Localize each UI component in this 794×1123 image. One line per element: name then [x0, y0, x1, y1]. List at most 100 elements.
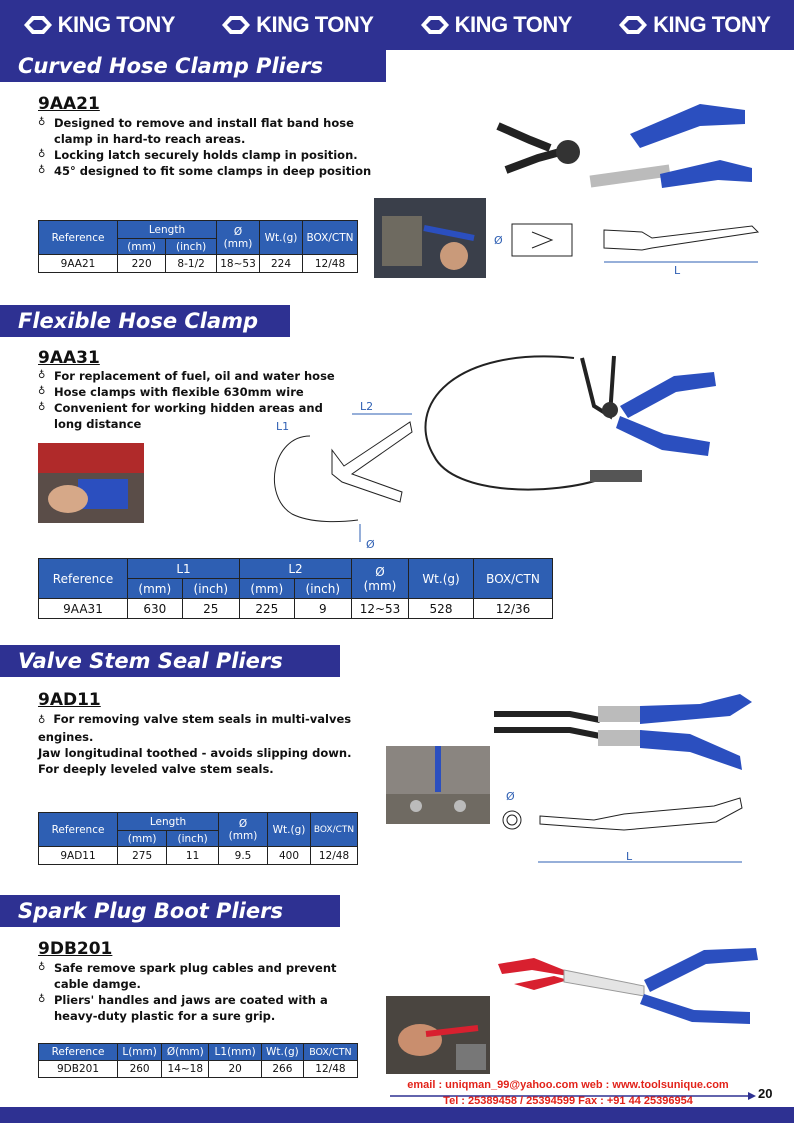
bullet-icon: ♁ — [38, 149, 46, 160]
feature-item: ♁For replacement of fuel, oil and water … — [38, 369, 335, 383]
section-title-spark-plug-boot: Spark Plug Boot Pliers — [0, 895, 340, 927]
brand-header-bar: KING TONY KING TONY KING TONY KING TONY — [0, 0, 794, 50]
feature-item: ♁Hose clamps with flexible 630mm wire — [38, 385, 304, 399]
king-tony-logo-icon — [23, 16, 52, 34]
feature-item: ♁Designed to remove and install flat ban… — [38, 116, 354, 146]
diagram-label-l1: L1 — [276, 420, 289, 433]
brand-logo: KING TONY — [420, 12, 572, 38]
diagram-label-length: L — [674, 264, 681, 277]
page-number: 20 — [758, 1086, 773, 1101]
king-tony-logo-icon — [222, 16, 251, 34]
diagram-label-length: L — [626, 850, 633, 863]
cell-l2-mm: 225 — [238, 598, 295, 619]
usage-photo-9ad11 — [386, 746, 490, 824]
table-row: 9DB201 260 14~18 20 266 12/48 — [38, 1060, 359, 1078]
dimension-diagram-9aa31: L1 L2 Ø — [273, 400, 413, 550]
cell-wt: 400 — [267, 846, 311, 865]
cell-inch: 8-1/2 — [165, 254, 217, 273]
diagram-label-dia: Ø — [494, 234, 503, 247]
section-title-curved-hose-clamp: Curved Hose Clamp Pliers — [0, 50, 386, 82]
feature-list-9ad11: ♁For removing valve stem seals in multi-… — [38, 711, 378, 777]
table-row: 9AD11 275 11 9.5 400 12/48 — [38, 846, 358, 865]
cell-l1-mm: 630 — [127, 598, 183, 619]
bullet-icon: ♁ — [38, 165, 46, 176]
col-header-weight: Wt.(g) — [408, 558, 474, 599]
usage-photo-9aa31 — [38, 443, 144, 523]
cell-ref: 9AD11 — [38, 846, 118, 865]
table-row: 9AA31 630 25 225 9 12~53 528 12/36 — [38, 598, 553, 619]
cell-l2-inch: 9 — [293, 598, 353, 619]
col-header-diameter: Ø(mm) — [161, 1043, 210, 1061]
col-header-mm: (mm) — [127, 578, 183, 599]
cell-dia: 14~18 — [161, 1060, 210, 1078]
feature-item: For deeply leveled valve stem seals. — [38, 762, 274, 776]
product-photo-9ad11 — [494, 694, 752, 770]
footer-tel-fax: Tel : 25389458 / 25394599 Fax : +91 44 2… — [443, 1095, 693, 1107]
col-header-inch: (inch) — [166, 830, 219, 847]
col-header-diameter: Ø(mm) — [218, 812, 268, 847]
dimension-diagram-9ad11: Ø L — [502, 790, 743, 863]
cell-wt: 266 — [260, 1060, 304, 1078]
product-code-9aa31: 9AA31 — [38, 348, 100, 368]
product-code-9db201: 9DB201 — [38, 939, 113, 959]
col-header-inch: (inch) — [293, 578, 353, 599]
col-header-weight: Wt.(g) — [259, 220, 303, 255]
col-header-mm: (mm) — [116, 238, 167, 255]
col-header-diameter: Ø(mm) — [216, 220, 260, 255]
cell-box: 12/48 — [302, 254, 358, 273]
footer-email-web: email : uniqman_99@yahoo.com web : www.t… — [407, 1079, 729, 1091]
bullet-icon: ♁ — [38, 117, 46, 128]
feature-item: ♁Pliers' handles and jaws are coated wit… — [38, 993, 328, 1023]
usage-photo-9aa21 — [374, 198, 486, 278]
col-header-reference: Reference — [38, 220, 118, 255]
col-header-box: BOX/CTN — [473, 558, 553, 599]
bullet-icon: ♁ — [38, 386, 46, 397]
diagram-label-l2: L2 — [360, 400, 373, 413]
feature-item: ♁For removing valve stem seals in multi-… — [38, 712, 352, 744]
king-tony-logo-icon — [619, 16, 648, 34]
bullet-icon: ♁ — [38, 994, 46, 1005]
table-row: 9AA21 220 8-1/2 18~53 224 12/48 — [38, 254, 358, 273]
feature-item: Jaw longitudinal toothed - avoids slippi… — [38, 746, 352, 760]
brand-name: KING TONY — [57, 12, 176, 37]
cell-dia: 12~53 — [351, 598, 409, 619]
col-header-box: BOX/CTN — [302, 220, 358, 255]
feature-item: ♁Safe remove spark plug cables and preve… — [38, 961, 337, 991]
col-header-box: BOX/CTN — [302, 1043, 359, 1061]
cell-l1-inch: 25 — [181, 598, 240, 619]
cell-ref: 9AA31 — [38, 598, 128, 619]
cell-inch: 11 — [166, 846, 219, 865]
col-header-box: BOX/CTN — [310, 812, 358, 847]
cell-l1: 20 — [208, 1060, 262, 1078]
spec-table-9aa21: Reference Length Ø(mm) Wt.(g) BOX/CTN (m… — [38, 220, 358, 273]
cell-dia: 9.5 — [218, 846, 268, 865]
col-header-reference: Reference — [38, 558, 128, 599]
spec-table-9aa31: Reference L1 L2 Ø(mm) Wt.(g) BOX/CTN (mm… — [38, 558, 553, 619]
feature-list-9db201: ♁Safe remove spark plug cables and preve… — [38, 960, 358, 1024]
col-header-l1: L1 — [127, 558, 240, 579]
col-header-length: Length — [117, 812, 219, 831]
section-title-valve-stem-seal: Valve Stem Seal Pliers — [0, 645, 340, 677]
col-header-weight: Wt.(g) — [260, 1043, 304, 1061]
col-header-l: L(mm) — [116, 1043, 163, 1061]
cell-ref: 9AA21 — [38, 254, 118, 273]
col-header-reference: Reference — [38, 812, 118, 847]
product-photo-9aa31 — [424, 355, 716, 491]
cell-mm: 275 — [116, 846, 168, 865]
dimension-diagram-9aa21: Ø L — [494, 223, 760, 277]
col-header-mm: (mm) — [238, 578, 295, 599]
cell-box: 12/48 — [310, 846, 358, 865]
product-photo-9aa21 — [496, 104, 752, 188]
col-header-inch: (inch) — [181, 578, 240, 599]
product-photo-9db201 — [498, 948, 758, 1024]
cell-box: 12/48 — [302, 1060, 359, 1078]
cell-mm: 220 — [116, 254, 167, 273]
col-header-length: Length — [117, 220, 217, 239]
brand-logo: KING TONY — [23, 12, 176, 38]
col-header-mm: (mm) — [116, 830, 168, 847]
diagram-label-dia: Ø — [506, 790, 515, 803]
spec-table-9ad11: Reference Length Ø(mm) Wt.(g) BOX/CTN (m… — [38, 812, 358, 865]
col-header-inch: (inch) — [165, 238, 217, 255]
brand-name: KING TONY — [256, 12, 374, 37]
col-header-l2: L2 — [238, 558, 353, 579]
